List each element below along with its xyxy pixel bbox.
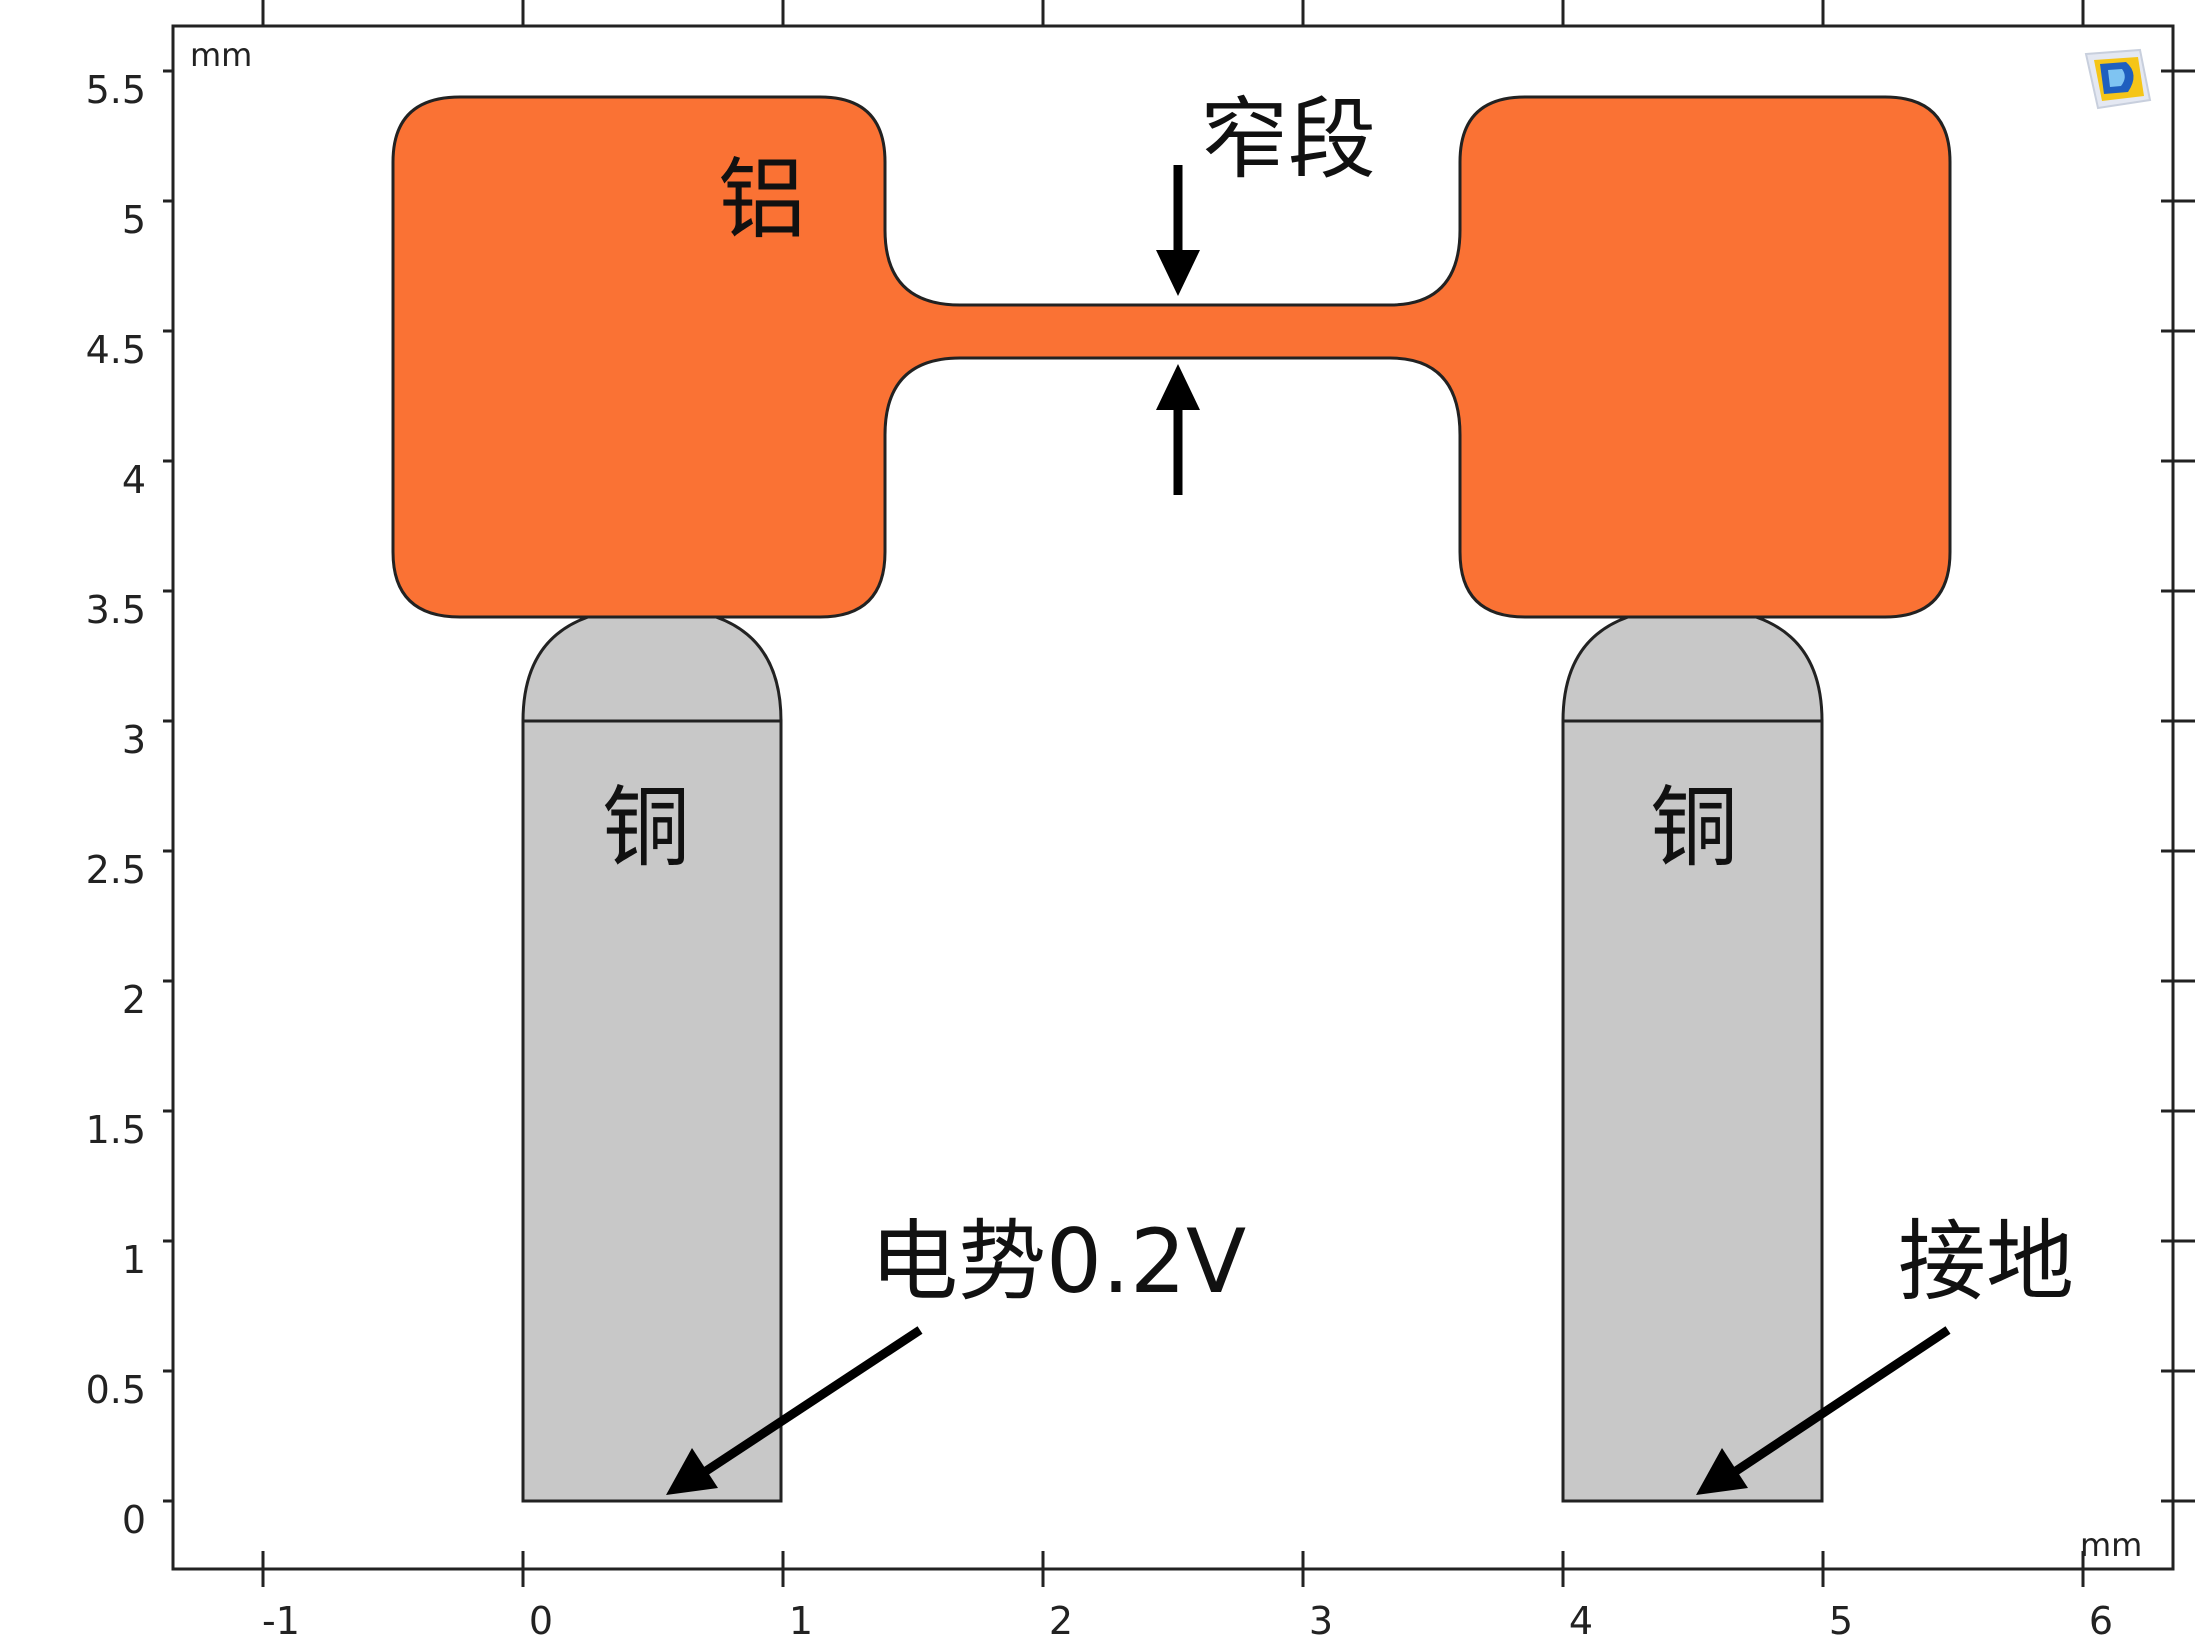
narrow-arrow-up-head [1156,364,1200,410]
x-tick-label: -1 [262,1599,300,1643]
aluminum-part[interactable] [391,95,1952,619]
copper-right-label: 铜 [1650,776,1738,879]
y-tick-label: 2.5 [86,848,146,892]
y-tick-label: 0 [122,1498,146,1542]
copper-right-cap[interactable] [1561,615,1824,723]
y-tick-label: 2 [122,978,146,1022]
x-tick-label: 5 [1829,1599,1853,1643]
narrow-arrow-down-head [1156,250,1200,296]
potential-label: 电势0.2V [870,1210,1246,1313]
x-tick-label: 0 [529,1599,553,1643]
y-tick-labels: 0 0.5 1 1.5 2 2.5 3 3.5 4 4.5 5 5.5 [86,68,146,1542]
copper-left-cap[interactable] [521,615,783,723]
narrow-section-label: 窄段 [1200,88,1376,191]
y-tick-label: 4 [122,458,146,502]
copper-left-post[interactable] [521,719,783,1503]
copper-right-post[interactable] [1561,719,1824,1503]
y-tick-label: 3 [122,718,146,762]
x-unit-label: mm [2080,1526,2142,1564]
y-tick-label: 3.5 [86,588,146,632]
potential-arrow-shaft [697,1326,923,1479]
y-unit-label: mm [190,36,252,74]
plot-frame [171,24,2175,1571]
x-tick-label: 6 [2089,1599,2113,1643]
comsol-logo-icon [2084,48,2152,110]
x-tick-label: 2 [1049,1599,1073,1643]
copper-left-label: 铜 [602,776,690,879]
x-tick-label: 4 [1569,1599,1593,1643]
x-tick-label: 1 [789,1599,813,1643]
y-tick-label: 5.5 [86,68,146,112]
axis-ticks [163,0,2195,1587]
ground-arrow-shaft [1727,1326,1951,1479]
ground-arrow-head [1696,1448,1748,1495]
potential-arrow-head [666,1448,718,1495]
y-tick-label: 4.5 [86,328,146,372]
y-tick-label: 1 [122,1238,146,1282]
y-tick-label: 0.5 [86,1368,146,1412]
x-tick-label: 3 [1309,1599,1333,1643]
y-tick-label: 5 [122,198,146,242]
ground-label: 接地 [1898,1210,2074,1313]
x-tick-labels: -1 0 1 2 3 4 5 6 [262,1599,2113,1643]
aluminum-label: 铝 [718,148,806,251]
y-tick-label: 1.5 [86,1108,146,1152]
